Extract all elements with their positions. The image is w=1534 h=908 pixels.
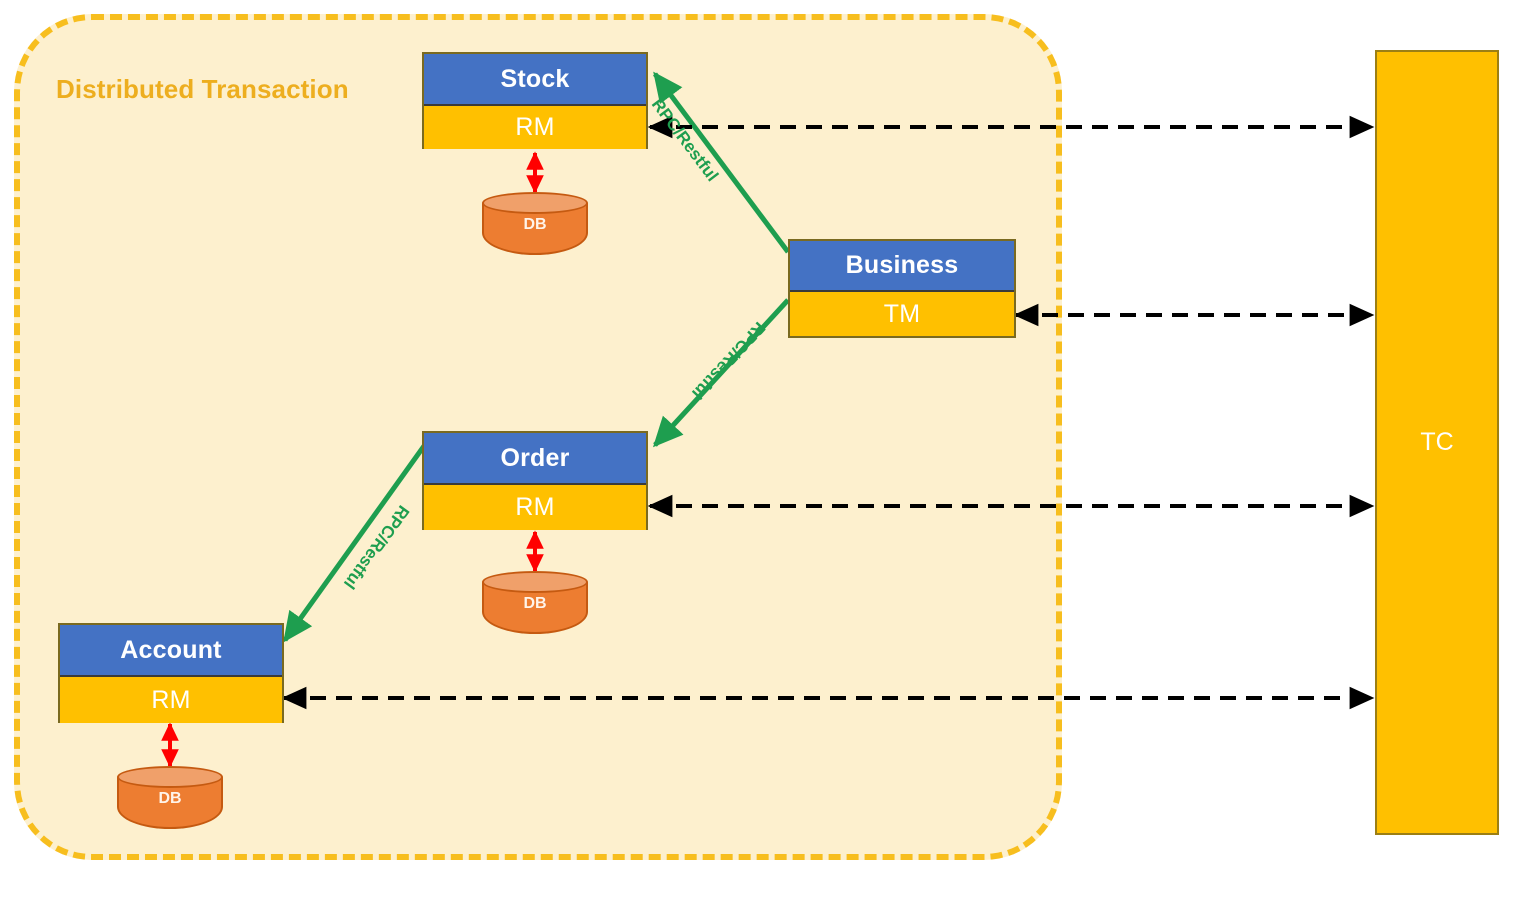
service-node-business[interactable]: Business TM (788, 239, 1016, 338)
service-component-order: RM (424, 485, 646, 530)
database-account[interactable]: DB (117, 766, 223, 834)
database-cylinder-top (482, 192, 588, 214)
database-label: DB (523, 216, 547, 233)
service-name-business: Business (790, 241, 1014, 292)
database-label: DB (523, 595, 547, 612)
service-node-account[interactable]: Account RM (58, 623, 284, 723)
service-name-stock: Stock (424, 54, 646, 106)
distributed-transaction-label: Distributed Transaction (56, 74, 349, 104)
transaction-coordinator-tc[interactable]: TC (1375, 50, 1499, 835)
service-component-account: RM (60, 677, 282, 723)
service-node-stock[interactable]: Stock RM (422, 52, 648, 149)
database-stock[interactable]: DB (482, 192, 588, 260)
database-cylinder-top (482, 571, 588, 593)
database-order[interactable]: DB (482, 571, 588, 639)
service-name-account: Account (60, 625, 282, 677)
service-node-order[interactable]: Order RM (422, 431, 648, 530)
database-label: DB (158, 790, 182, 807)
database-cylinder-top (117, 766, 223, 788)
service-name-order: Order (424, 433, 646, 485)
service-component-stock: RM (424, 106, 646, 149)
service-component-business: TM (790, 292, 1014, 336)
